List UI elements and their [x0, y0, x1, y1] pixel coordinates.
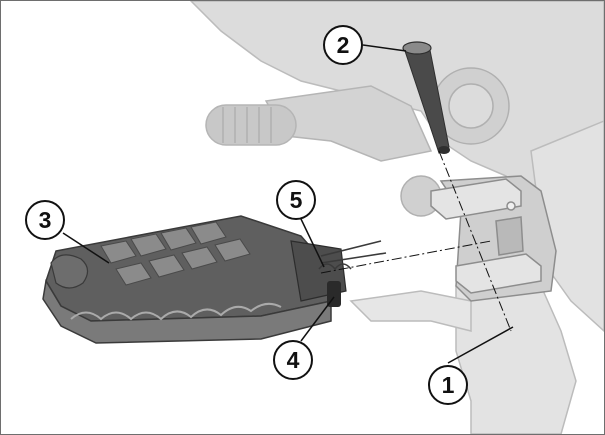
callout-1: 1: [428, 326, 514, 405]
callout-3-label: 3: [39, 207, 52, 233]
callout-5: 5: [276, 180, 325, 268]
callout-1-label: 1: [442, 372, 455, 398]
ghosted-pivot-boss: [400, 67, 510, 217]
callout-4-label: 4: [287, 347, 300, 373]
footrest-peg: [42, 215, 347, 344]
assembly-center-lines: [320, 150, 512, 332]
callout-3: 3: [25, 200, 110, 264]
callout-5-label: 5: [290, 187, 303, 213]
ghosted-frame: [189, 1, 604, 434]
callout-4: 4: [273, 296, 335, 380]
footrest-bracket: [430, 175, 557, 302]
ghosted-shift-lever: [205, 85, 433, 162]
callout-2-label: 2: [337, 32, 350, 58]
callout-2: 2: [323, 25, 407, 65]
footrest-pin: [402, 41, 450, 154]
